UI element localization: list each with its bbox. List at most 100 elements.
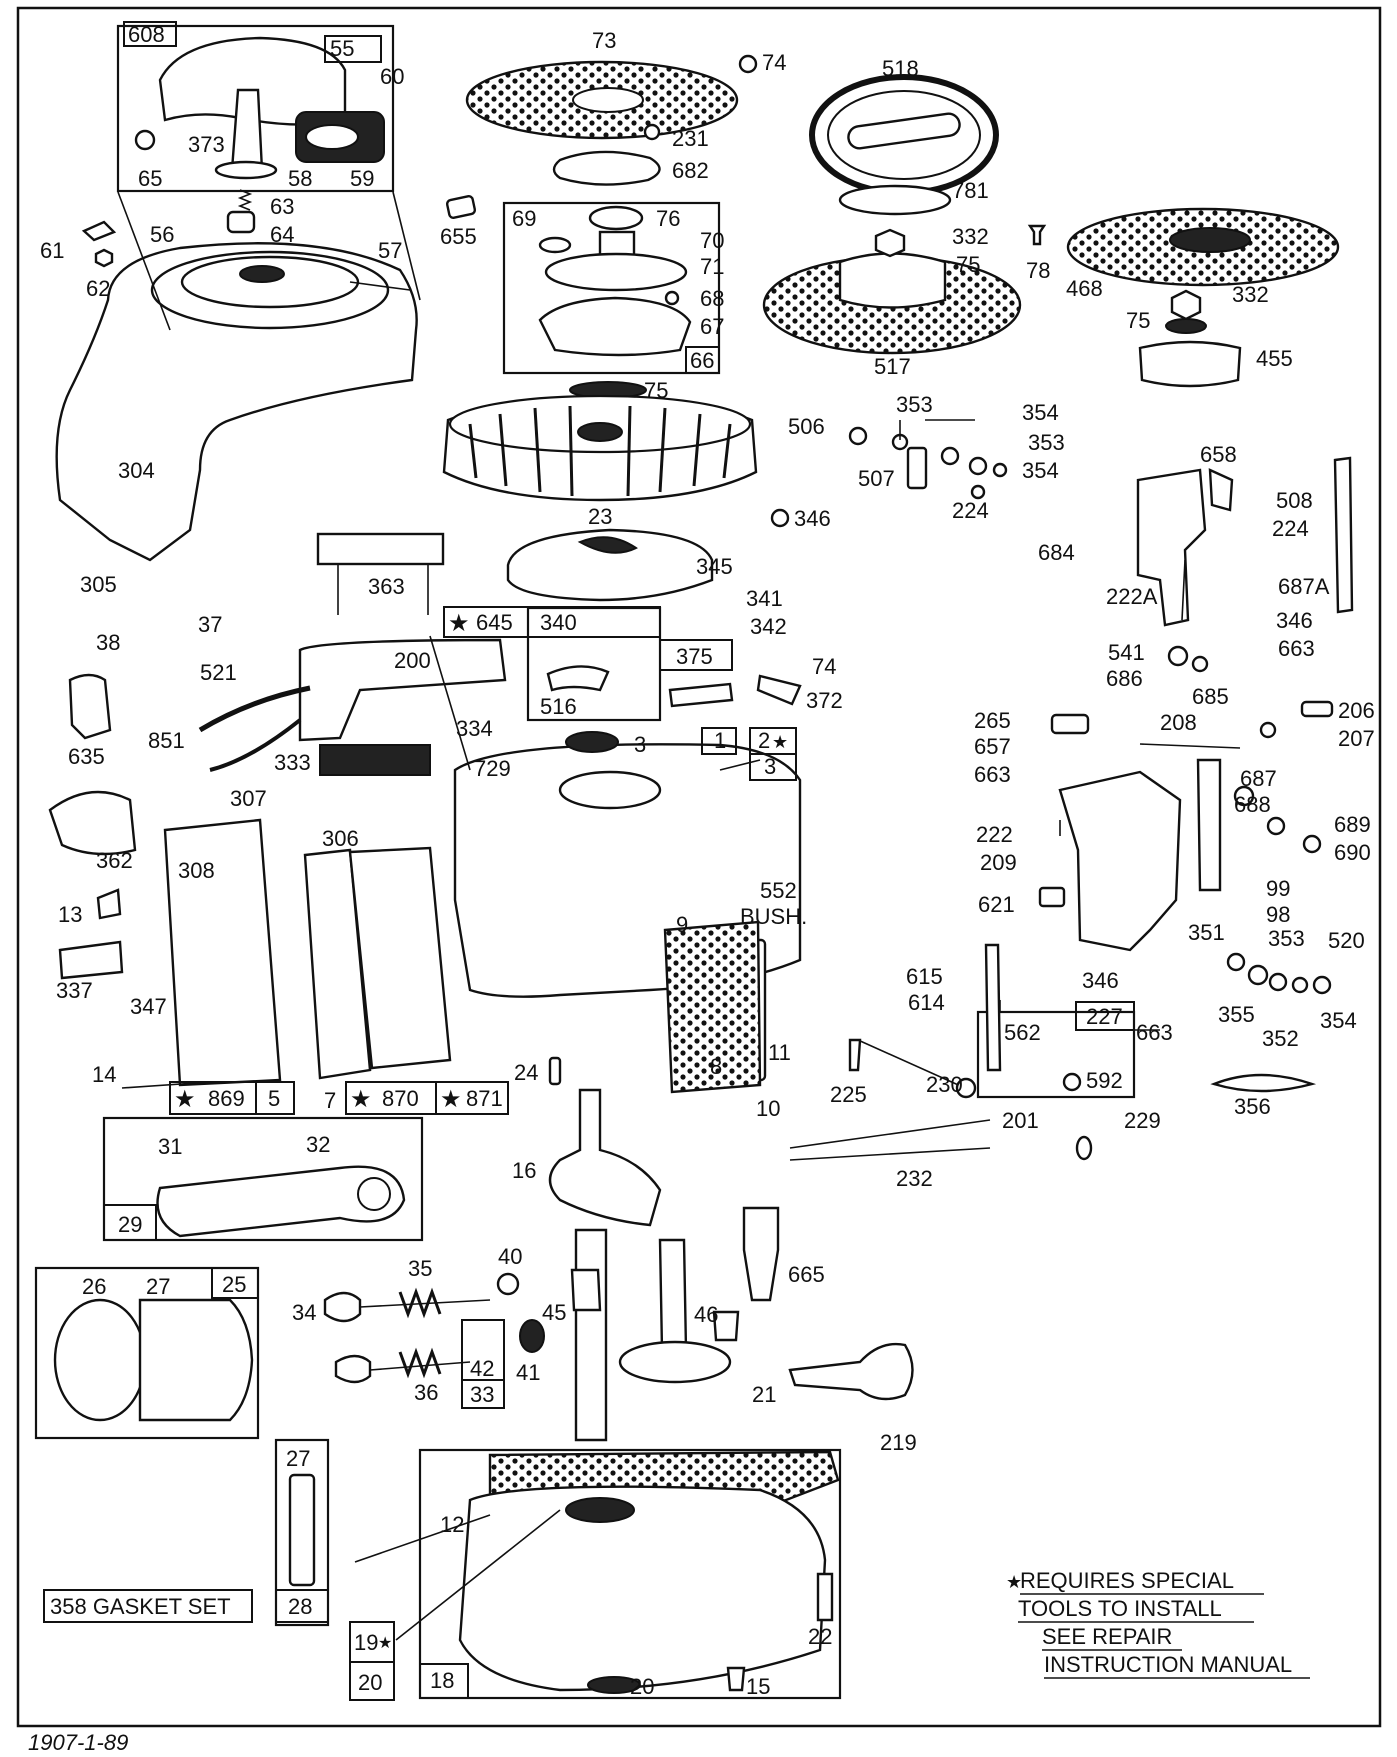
box-5 — [255, 1081, 295, 1115]
label-342: 342 — [750, 614, 787, 639]
head-308 — [163, 818, 282, 1087]
label-455: 455 — [1256, 346, 1293, 371]
disc-71 — [544, 252, 688, 292]
housing-67 — [538, 296, 692, 357]
disc-345 — [506, 528, 714, 602]
label-520: 520 — [1328, 928, 1365, 953]
label-507: 507 — [858, 466, 895, 491]
label-209: 209 — [980, 850, 1017, 875]
label-62: 62 — [86, 276, 110, 301]
label-55: 55 — [330, 36, 354, 61]
star-19: ★ — [378, 1635, 392, 1652]
label-16: 16 — [512, 1158, 536, 1183]
condenser-375 — [668, 682, 734, 708]
label-28: 28 — [288, 1594, 312, 1619]
piston — [138, 1298, 254, 1422]
special-tools-note: REQUIRES SPECIAL TOOLS TO INSTALL SEE RE… — [1018, 1568, 1310, 1679]
label-40: 40 — [498, 1244, 522, 1269]
label-76: 76 — [656, 206, 680, 231]
part-206 — [1300, 700, 1334, 718]
label-346b: 346 — [1276, 608, 1313, 633]
label-7: 7 — [324, 1088, 336, 1113]
washer-229 — [1075, 1135, 1093, 1161]
plug-13 — [96, 888, 122, 920]
disc-345-slot — [577, 536, 638, 554]
label-363: 363 — [368, 574, 405, 599]
label-687: 687 — [1240, 766, 1277, 791]
nut-332b — [1170, 289, 1202, 321]
label-635: 635 — [68, 744, 105, 769]
label-41: 41 — [516, 1360, 540, 1385]
note-line-3: SEE REPAIR — [1042, 1624, 1172, 1649]
part-207 — [1259, 721, 1277, 739]
part-362 — [48, 790, 137, 856]
label-224b: 224 — [1272, 516, 1309, 541]
screw-506 — [848, 426, 868, 446]
dowel — [288, 1473, 316, 1587]
starter-post — [230, 88, 264, 172]
spring-36 — [398, 1347, 442, 1379]
retainer-64 — [226, 210, 256, 234]
lever-562 — [984, 943, 1002, 1072]
washer-689 — [1266, 816, 1286, 836]
box-29-label — [103, 1204, 157, 1241]
washer-686 — [1167, 645, 1189, 667]
link-201 — [789, 1119, 991, 1149]
bracket-222 — [1058, 770, 1182, 952]
label-332b: 332 — [1232, 282, 1269, 307]
box-55 — [324, 35, 382, 63]
drawing-number: 1907-1-89 — [28, 1730, 128, 1755]
label-308: 308 — [178, 858, 215, 883]
label-9: 9 — [676, 912, 688, 937]
ring-356 — [1210, 1073, 1317, 1093]
label-372: 372 — [806, 688, 843, 713]
star-645: ★ — [448, 610, 470, 637]
label-621: 621 — [978, 892, 1015, 917]
label-207: 207 — [1338, 726, 1375, 751]
label-552: 552 — [760, 878, 797, 903]
label-230: 230 — [926, 1072, 963, 1097]
starter-bolt — [134, 129, 156, 151]
part-labels: 608 55 60 373 65 58 59 63 64 61 56 57 62… — [40, 22, 1375, 1699]
star-markers: ★ ★ ★ ★ ★ ★ ★ — [174, 610, 1022, 1652]
valve-34-stem — [359, 1299, 491, 1308]
label-70: 70 — [700, 228, 724, 253]
label-655: 655 — [440, 224, 477, 249]
label-219: 219 — [880, 1430, 917, 1455]
box-25-label — [211, 1267, 259, 1299]
label-78: 78 — [1026, 258, 1050, 283]
seal-20 — [587, 1676, 641, 1694]
nut-592 — [1062, 1072, 1082, 1092]
screw-346a — [770, 508, 790, 528]
box-20 — [349, 1661, 395, 1701]
label-12: 12 — [440, 1512, 464, 1537]
label-11: 11 — [768, 1040, 791, 1065]
label-bush: BUSH. — [740, 904, 807, 929]
head-gasket-7 — [303, 848, 372, 1080]
part-520 — [1312, 975, 1332, 995]
camshaft-46 — [658, 1238, 688, 1352]
label-75b: 75 — [956, 252, 980, 277]
page-border — [16, 6, 1382, 1728]
box-33 — [461, 1379, 505, 1409]
screw-231 — [643, 123, 661, 141]
washer-354a — [940, 446, 960, 466]
starter-handle-grip — [305, 124, 359, 150]
label-229: 229 — [1124, 1108, 1161, 1133]
note-line-4: INSTRUCTION MANUAL — [1044, 1652, 1292, 1677]
tappet-45 — [570, 1268, 602, 1312]
label-870: 870 — [382, 1086, 419, 1111]
washer-69 — [538, 236, 572, 254]
rod-687A — [1333, 456, 1354, 614]
label-37: 37 — [198, 612, 222, 637]
label-608: 608 — [128, 22, 165, 47]
label-346c: 346 — [1082, 968, 1119, 993]
sump-bearing — [565, 1497, 635, 1523]
note-line-1: REQUIRES SPECIAL — [1020, 1568, 1234, 1593]
label-21: 21 — [752, 1382, 776, 1407]
label-506: 506 — [788, 414, 825, 439]
plate-682 — [552, 150, 661, 186]
lever-box-227 — [976, 1010, 1136, 1099]
label-688: 688 — [1234, 792, 1271, 817]
label-99: 99 — [1266, 876, 1290, 901]
